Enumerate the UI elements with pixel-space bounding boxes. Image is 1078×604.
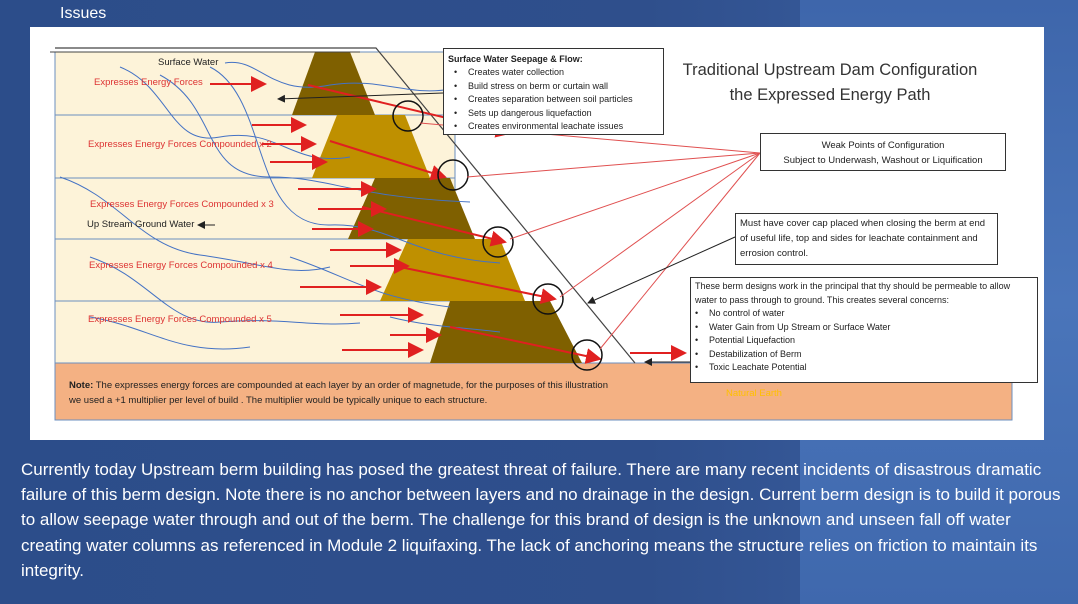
surface-water-label: Surface Water [158,57,219,68]
flow-line-8 [289,256,451,308]
flow-line-2 [119,66,351,159]
berm-layer-5 [430,301,582,363]
callout-line [599,152,761,350]
permeable-item: Potential Liquefaction [695,334,1033,348]
force-arrow [329,140,447,181]
weak-point-circle [571,339,603,371]
permeable-item: No control of water [695,307,1033,321]
seepage-item: Creates environmental leachate issues [454,120,663,134]
permeable-box: These berm designs work in the principal… [690,277,1038,383]
note-text: Note: The expresses energy forces are co… [69,378,609,408]
curtain-wall-line [55,47,636,364]
flow-line-5 [59,176,331,271]
seepage-box: Surface Water Seepage & Flow: Creates wa… [443,48,664,135]
diagram-title-line-1: Traditional Upstream Dam Configuration [682,61,978,79]
weak-point-circle [392,100,424,132]
note-body: The expresses energy forces are compound… [69,380,608,406]
diagram-panel: Surface Water Expresses Energy Forces Ex… [30,27,1044,440]
berm-diagram [50,47,1013,421]
force-arrow [361,206,507,247]
permeable-item: Water Gain from Up Stream or Surface Wat… [695,321,1033,335]
note-label: Note: [69,380,94,391]
flow-line-1 [224,61,451,92]
black-callouts [197,92,736,366]
layer-label-3: Expresses Energy Forces Compounded x 3 [90,199,274,210]
weak-point-circle [437,159,469,191]
weak-point-circle [532,283,564,315]
permeable-item: Destabilization of Berm [695,348,1033,362]
layer-label-1: Expresses Energy Forces [94,77,203,88]
seepage-item: Build stress on berm or curtain wall [454,80,663,94]
weak-point-circle [482,226,514,258]
natural-earth-label: Natural Earth [726,388,782,399]
slide-paragraph: Currently today Upstream berm building h… [21,460,1061,580]
seepage-item: Creates separation between soil particle… [454,93,663,107]
diagram-title-line-2: the Expressed Energy Path [729,86,931,104]
weak-points-line-1: Weak Points of Configuration [821,140,945,151]
permeable-list: No control of water Water Gain from Up S… [695,307,1033,375]
flow-line-4 [209,66,501,264]
flow-line-7 [89,316,251,350]
berm-layer-1 [292,52,375,115]
permeable-item: Toxic Leachate Potential [695,361,1033,375]
flow-line-9 [389,316,501,333]
water-flow-lines [59,61,501,350]
seepage-item: Creates water collection [454,66,663,80]
slide-heading: Issues [60,5,107,22]
weak-points-box: Weak Points of Configuration Subject to … [760,133,1006,171]
force-arrow [399,266,557,305]
upstream-ground-water-label: Up Stream Ground Water [87,219,195,230]
diagram-title: Traditional Upstream Dam Configuration t… [680,58,980,108]
callout-line [466,152,761,178]
weak-point-circles [392,100,603,371]
cover-cap-callout [587,236,736,304]
layer-label-4: Expresses Energy Forces Compounded x 4 [89,260,273,271]
callout-line [559,152,761,298]
force-arrow [449,326,602,364]
water-band-5 [54,300,456,364]
layer-label-5: Expresses Energy Forces Compounded x 5 [88,314,272,325]
flow-line-6 [89,256,361,325]
cover-cap-box: Must have cover cap placed when closing … [735,213,998,265]
layer-label-2: Expresses Energy Forces Compounded x 2 [88,139,272,150]
seepage-callout [277,92,444,103]
callout-line [509,152,761,240]
weak-points-line-2: Subject to Underwash, Washout or Liquifi… [783,155,983,166]
seepage-title: Surface Water Seepage & Flow: [448,54,583,64]
permeable-intro: These berm designs work in the principal… [695,281,1011,305]
seepage-list: Creates water collection Build stress on… [448,66,663,134]
seepage-item: Sets up dangerous liquefaction [454,107,663,121]
